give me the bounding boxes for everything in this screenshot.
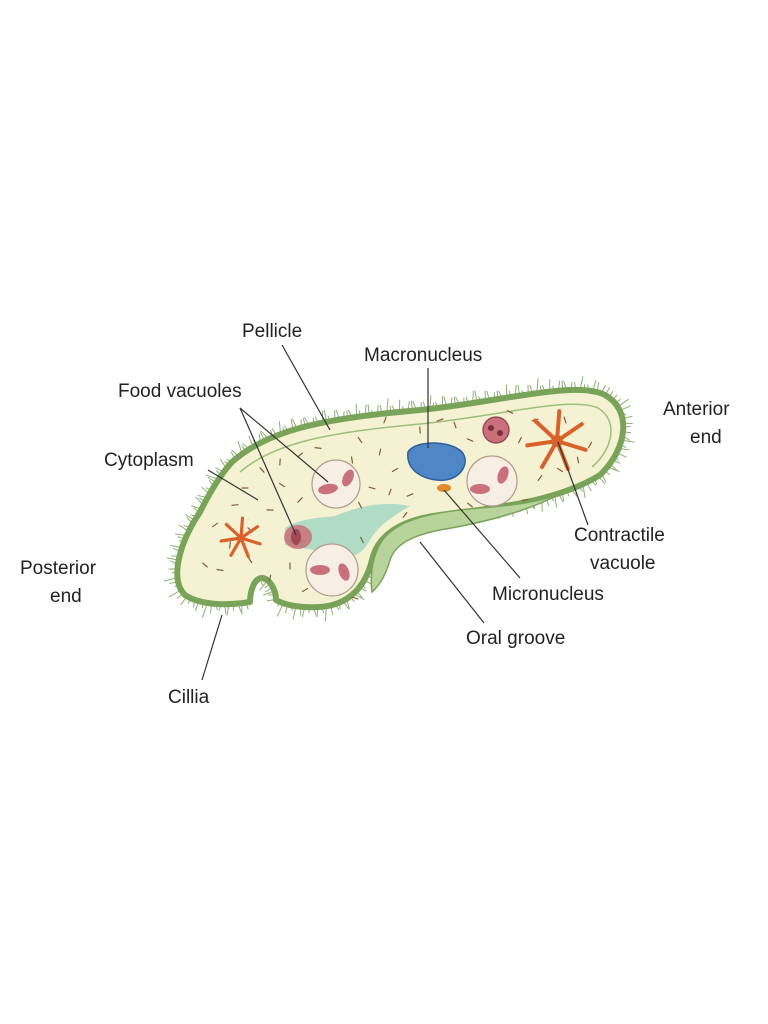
leader-cilia bbox=[202, 615, 222, 680]
label-posterior-end-line-2: end bbox=[50, 586, 82, 607]
cytoplasm-granule bbox=[522, 500, 528, 501]
label-food-vacuoles: Food vacuoles bbox=[118, 381, 242, 402]
label-pellicle: Pellicle bbox=[242, 321, 302, 342]
label-anterior-end-line-1: Anterior bbox=[663, 399, 730, 420]
contractile-vacuole-center bbox=[237, 534, 245, 542]
cytoplasm-granule bbox=[315, 448, 321, 449]
label-micronucleus: Micronucleus bbox=[492, 584, 604, 605]
cytoplasm-granule bbox=[232, 505, 238, 506]
food-vacuole bbox=[284, 525, 312, 549]
cytoplasm-granule bbox=[230, 542, 231, 548]
label-cilia: Cillia bbox=[168, 687, 210, 708]
label-contractile-vacuole-line-1: Contractile bbox=[574, 525, 665, 546]
food-vacuole bbox=[312, 460, 360, 508]
food-vacuole bbox=[467, 456, 517, 506]
label-anterior-end-line-2: end bbox=[690, 427, 722, 448]
cytoplasm-granule bbox=[352, 597, 358, 599]
leader-pellicle bbox=[282, 345, 330, 430]
food-vacuole bbox=[306, 544, 358, 596]
label-posterior-end-line-1: Posterior bbox=[20, 558, 97, 579]
label-cytoplasm: Cytoplasm bbox=[104, 450, 194, 471]
leader-oral-groove bbox=[420, 542, 484, 623]
label-contractile-vacuole-line-2: vacuole bbox=[590, 553, 656, 574]
contractile-vacuole-center bbox=[551, 435, 563, 447]
cell-body bbox=[177, 390, 623, 607]
label-oral-groove: Oral groove bbox=[466, 628, 565, 649]
label-macronucleus: Macronucleus bbox=[364, 345, 482, 366]
food-vacuole bbox=[483, 417, 509, 443]
